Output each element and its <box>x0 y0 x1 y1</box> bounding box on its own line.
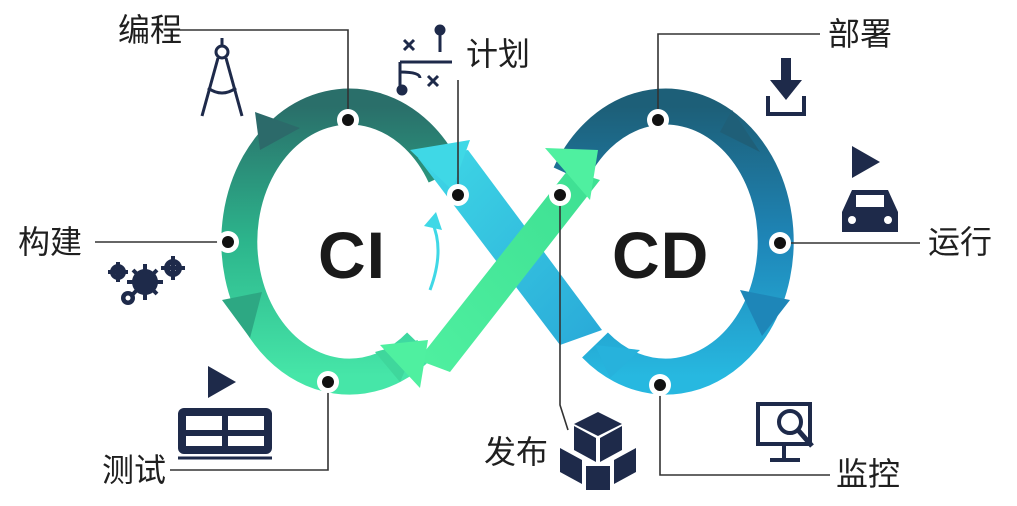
car-icon <box>842 146 898 232</box>
label-build: 构建 <box>18 223 83 261</box>
cd-loop <box>553 88 794 395</box>
marker-monitor <box>649 374 671 396</box>
leader-monitor <box>659 385 830 476</box>
ci-arrow-top <box>255 112 300 150</box>
marker-coding <box>337 109 359 131</box>
small-curved-arrow <box>428 221 440 291</box>
stage-markers <box>217 109 791 396</box>
cross-arrowhead-cyan <box>410 140 470 190</box>
cd-arrow-right <box>740 290 790 336</box>
cross-band-green <box>418 170 600 372</box>
marker-release <box>549 184 571 206</box>
label-operate: 运行 <box>928 223 993 261</box>
label-coding: 编程 <box>118 11 183 49</box>
play-icon <box>208 366 236 398</box>
cd-arrow-bottom <box>595 345 640 378</box>
compass-icon <box>200 38 244 117</box>
gears-icon <box>108 256 185 305</box>
marker-plan <box>447 184 469 206</box>
leader-release <box>559 195 569 431</box>
label-monitor: 监控 <box>836 455 901 493</box>
ci-title: CI <box>318 218 386 292</box>
cd-title: CD <box>612 218 710 292</box>
label-test: 测试 <box>102 451 167 489</box>
leader-lines <box>95 29 920 476</box>
crossing-arrows <box>380 140 602 388</box>
label-deploy: 部署 <box>828 15 893 53</box>
label-plan: 计划 <box>466 35 531 73</box>
boxes-icon <box>560 412 636 490</box>
leader-test <box>170 382 329 471</box>
leader-coding <box>180 29 349 120</box>
marker-build <box>217 231 239 253</box>
cross-arrowhead-green <box>545 148 598 200</box>
ci-arrow-left <box>222 292 262 338</box>
label-release: 发布 <box>484 433 549 471</box>
monitor-search-icon <box>756 402 814 462</box>
small-curved-arrowhead <box>424 212 442 230</box>
plan-board-icon <box>396 24 452 96</box>
cd-arrow-top <box>720 110 760 152</box>
cross-arrowhead-green-bottom <box>380 340 428 388</box>
download-icon <box>766 58 806 116</box>
marker-test <box>317 371 339 393</box>
leader-deploy <box>657 33 820 120</box>
server-rack-icon <box>178 408 272 460</box>
marker-deploy <box>647 109 669 131</box>
marker-operate <box>769 232 791 254</box>
